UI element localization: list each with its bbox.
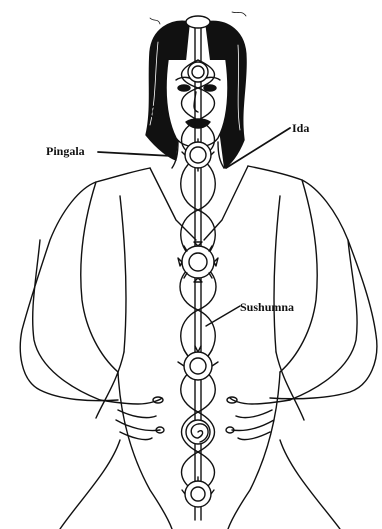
right-hand [226,397,290,440]
sushumna-leader-line [206,306,240,326]
chakra-solar-plexus [178,346,218,380]
ida-label: Ida [292,121,309,135]
chakra-sacral [186,420,210,444]
left-arm [33,182,118,400]
left-hand [100,397,164,440]
chakra-crown [186,16,210,28]
sushumna-label: Sushumna [240,300,294,314]
right-arm [280,180,357,400]
chakra-root [182,477,214,507]
chakra-third-eye [188,62,208,82]
pingala-leader-line [98,152,172,156]
pingala-label: Pingala [46,144,85,158]
